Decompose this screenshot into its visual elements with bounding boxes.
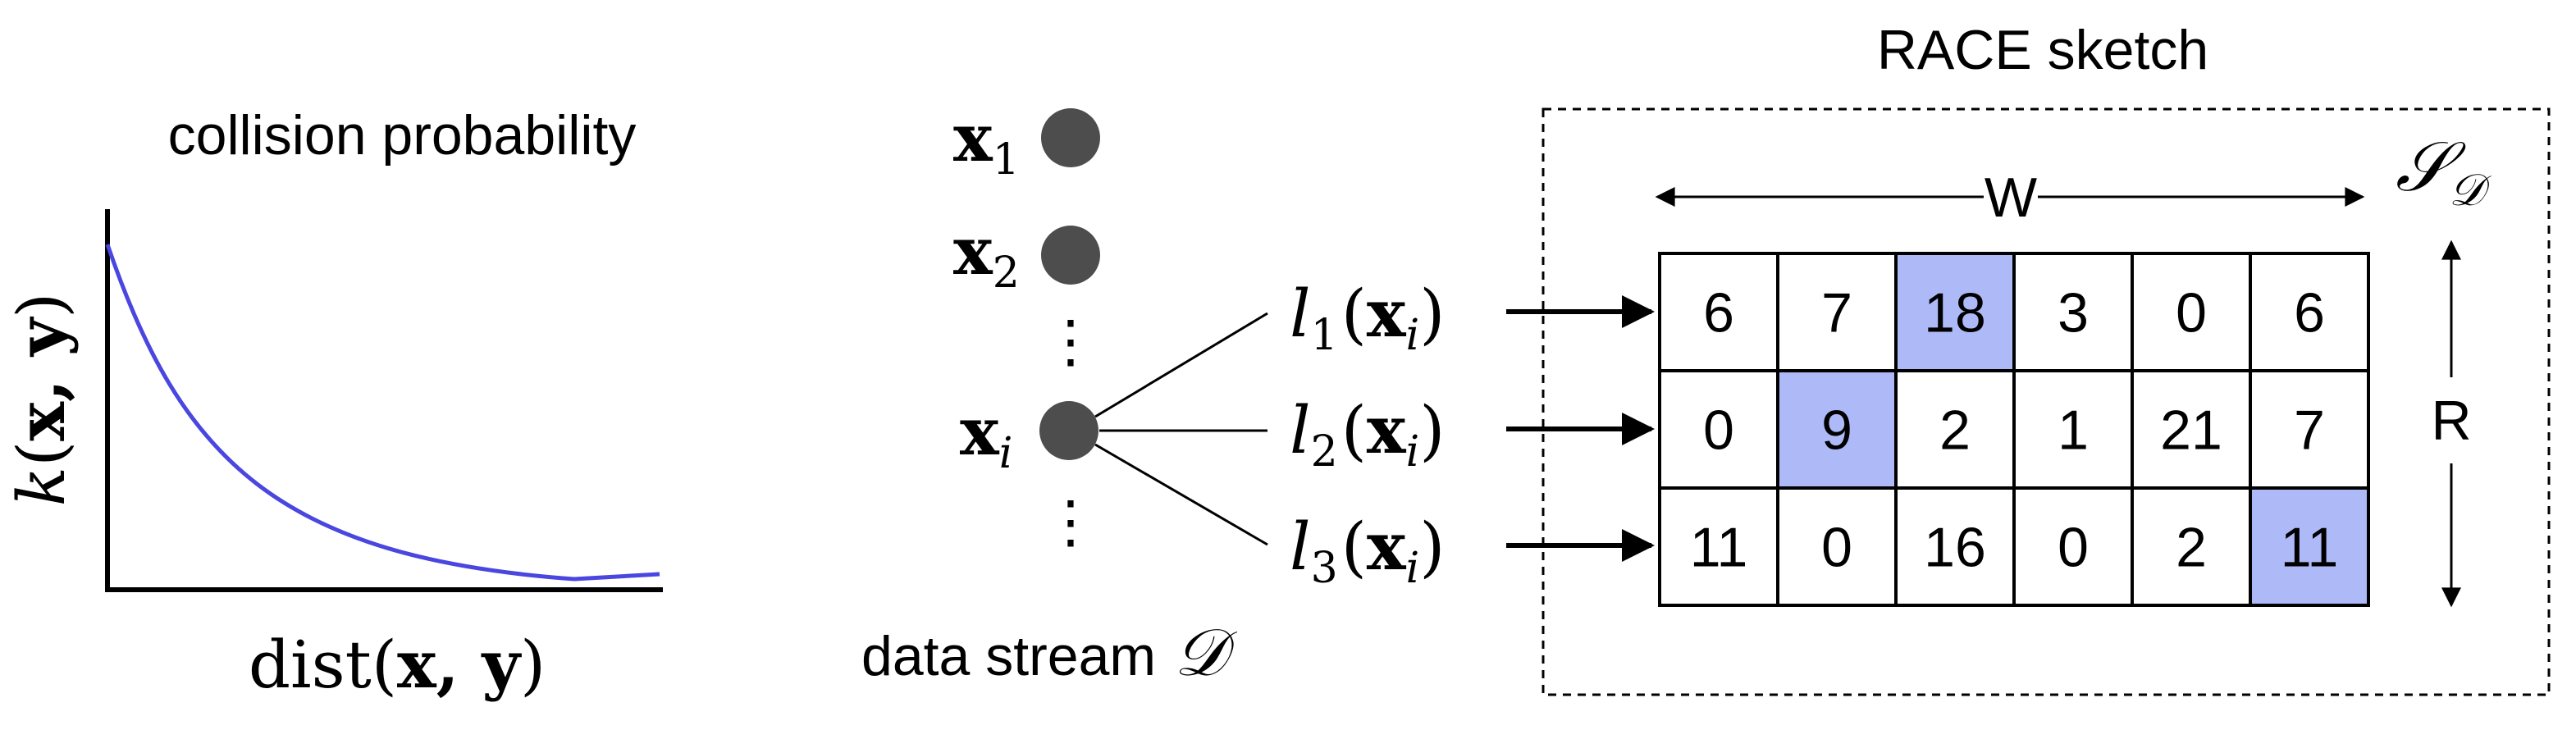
hash-function-label: l3(xi) <box>1290 508 1445 593</box>
sketch-cell-value: 0 <box>2176 282 2207 344</box>
width-label: W <box>1985 167 2037 229</box>
sketch-cell-value: 7 <box>2294 399 2325 462</box>
stream-item-dot <box>1041 226 1100 285</box>
kernel-curve <box>105 244 660 582</box>
hash-function-label: l1(xi) <box>1290 275 1445 360</box>
sketch-cell-value: 18 <box>1924 282 1986 344</box>
sketch-cell <box>1658 369 1779 490</box>
sketch-title: RACE sketch <box>1877 19 2208 81</box>
stream-item-label: xi <box>960 393 1012 478</box>
hash-function-label: l2(xi) <box>1290 391 1445 477</box>
sketch-cell-value: 0 <box>2058 517 2089 579</box>
sketch-cell-value: 2 <box>1939 399 1971 462</box>
sketch-symbol: 𝒮𝒟 <box>2396 126 2492 216</box>
sketch-cell-value: 11 <box>1690 517 1748 579</box>
sketch-cell <box>2249 369 2370 490</box>
sketch-cell-value: 1 <box>2058 399 2089 462</box>
sketch-cell-value: 11 <box>2281 517 2339 579</box>
sketch-cell-highlighted <box>2249 486 2370 607</box>
sketch-cell <box>2131 252 2252 372</box>
sketch-cell <box>2131 486 2252 607</box>
stream-ellipsis: ⋮ <box>1042 308 1099 375</box>
plot-x-label: dist(x, y) <box>249 626 546 703</box>
sketch-cell-value: 6 <box>2294 282 2325 344</box>
sketch-cell <box>2012 252 2134 372</box>
plot-title: collision probability <box>168 104 637 167</box>
sketch-cell-value: 3 <box>2058 282 2089 344</box>
sketch-cell-value: 21 <box>2160 399 2222 462</box>
sketch-cell <box>1894 369 2016 490</box>
sketch-cell <box>1658 486 1779 607</box>
sketch-cell <box>2249 252 2370 372</box>
sketch-cell-value: 0 <box>1821 517 1852 579</box>
stream-item-label: x2 <box>953 212 1020 298</box>
stream-ellipsis: ⋮ <box>1042 488 1099 555</box>
hash-connector <box>1094 312 1268 418</box>
sketch-cell <box>2012 486 2134 607</box>
plot-y-label: k(x, y) <box>2 293 80 507</box>
stream-item-dot <box>1041 108 1100 167</box>
collision-probability-plot: collision probability k(x, y) dist(x, y) <box>2 104 663 703</box>
sketch-cell-value: 6 <box>1703 282 1734 344</box>
rows-label: R <box>2431 390 2471 452</box>
sketch-cell-value: 9 <box>1821 399 1852 462</box>
stream-item-dot <box>1039 401 1098 460</box>
sketch-cell <box>2131 369 2252 490</box>
sketch-cell-value: 7 <box>1821 282 1852 344</box>
sketch-cell-value: 16 <box>1924 517 1986 579</box>
sketch-cell-value: 2 <box>2176 517 2207 579</box>
sketch-cell-value: 0 <box>1703 399 1734 462</box>
hash-functions: l1(xi) l2(xi) l3(xi) <box>1094 275 1655 593</box>
hash-connector <box>1094 443 1268 546</box>
sketch-boundary <box>1541 107 2551 696</box>
stream-item-label: x1 <box>953 99 1020 185</box>
